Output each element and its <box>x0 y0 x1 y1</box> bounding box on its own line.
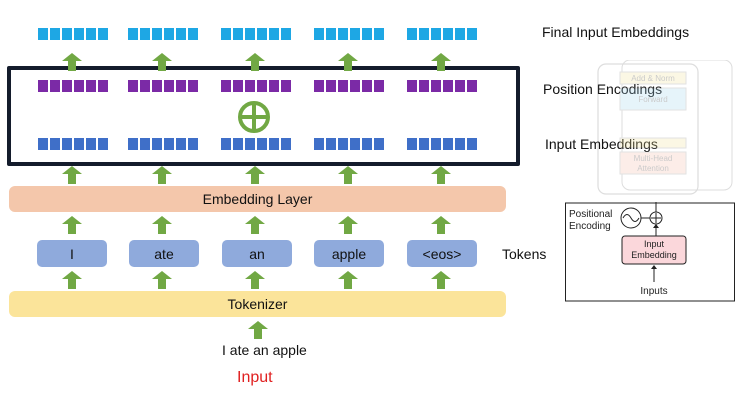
embedding-vector <box>37 27 109 41</box>
input-embeddings-label: Input Embeddings <box>545 136 658 152</box>
embedding-vector <box>406 27 478 41</box>
up-arrow-icon <box>62 216 82 234</box>
embedding-vector <box>313 27 385 41</box>
up-arrow-icon <box>62 166 82 184</box>
up-arrow-icon <box>431 216 451 234</box>
embedding-vector <box>406 137 478 151</box>
up-arrow-icon <box>245 53 265 71</box>
up-arrow-icon <box>245 271 265 289</box>
input-title: Input <box>237 369 273 386</box>
up-arrow-icon <box>62 271 82 289</box>
circle-plus-icon <box>238 101 270 133</box>
embedding-vector <box>220 27 292 41</box>
up-arrow-icon <box>152 271 172 289</box>
embedding-layer-band: Embedding Layer <box>9 186 506 212</box>
inset-attention: Attention <box>637 164 669 173</box>
token-label: an <box>249 245 265 262</box>
final-embeddings-label: Final Input Embeddings <box>542 24 690 40</box>
up-arrow-icon <box>338 166 358 184</box>
up-arrow-icon <box>245 166 265 184</box>
position-encodings-label: Position Encodings <box>543 81 663 97</box>
up-arrow-icon <box>152 216 172 234</box>
embedding-vector <box>127 27 199 41</box>
token-label: I <box>70 245 74 262</box>
up-arrow-icon <box>248 321 268 339</box>
token-label: ate <box>154 245 174 262</box>
up-arrow-icon <box>152 53 172 71</box>
embedding-vector <box>313 137 385 151</box>
up-arrow-icon <box>338 53 358 71</box>
up-arrow-icon <box>338 271 358 289</box>
encoding-sum-frame <box>7 66 520 166</box>
up-arrow-icon <box>245 216 265 234</box>
inset-feed-forward: Forward <box>638 95 667 104</box>
inset-input-embedding-1: Input <box>644 239 665 249</box>
token-box: I <box>37 240 107 267</box>
input-sentence: I ate an apple <box>222 342 307 358</box>
token-box: <eos> <box>407 240 477 267</box>
embedding-vector <box>37 79 109 93</box>
transformer-inset: Add & Norm Forward Multi-Head Attention … <box>565 60 735 302</box>
inset-inputs: Inputs <box>640 286 667 297</box>
embedding-layer-label: Embedding Layer <box>202 191 313 207</box>
up-arrow-icon <box>152 166 172 184</box>
tokenizer-band: Tokenizer <box>9 291 506 317</box>
up-arrow-icon <box>431 166 451 184</box>
embedding-vector <box>37 137 109 151</box>
inset-add-norm: Add & Norm <box>631 74 675 83</box>
up-arrow-icon <box>431 53 451 71</box>
up-arrow-icon <box>431 271 451 289</box>
token-box: an <box>222 240 292 267</box>
inset-multi-head: Multi-Head <box>634 154 673 163</box>
inset-encoding: Encoding <box>569 221 611 232</box>
embedding-vector <box>220 79 292 93</box>
up-arrow-icon <box>62 53 82 71</box>
token-box: apple <box>314 240 384 267</box>
token-box: ate <box>129 240 199 267</box>
token-label: <eos> <box>422 245 462 262</box>
embedding-vector <box>220 137 292 151</box>
up-arrow-icon <box>338 216 358 234</box>
embedding-vector <box>313 79 385 93</box>
tokens-label: Tokens <box>502 246 547 262</box>
inset-positional: Positional <box>569 209 612 220</box>
embedding-vector <box>127 79 199 93</box>
inset-input-embedding-2: Embedding <box>631 250 677 260</box>
embedding-vector <box>127 137 199 151</box>
tokenizer-label: Tokenizer <box>227 296 288 312</box>
embedding-vector <box>406 79 478 93</box>
faded-encoder-block: Add & Norm Forward Multi-Head Attention <box>597 60 733 195</box>
token-label: apple <box>331 245 367 262</box>
